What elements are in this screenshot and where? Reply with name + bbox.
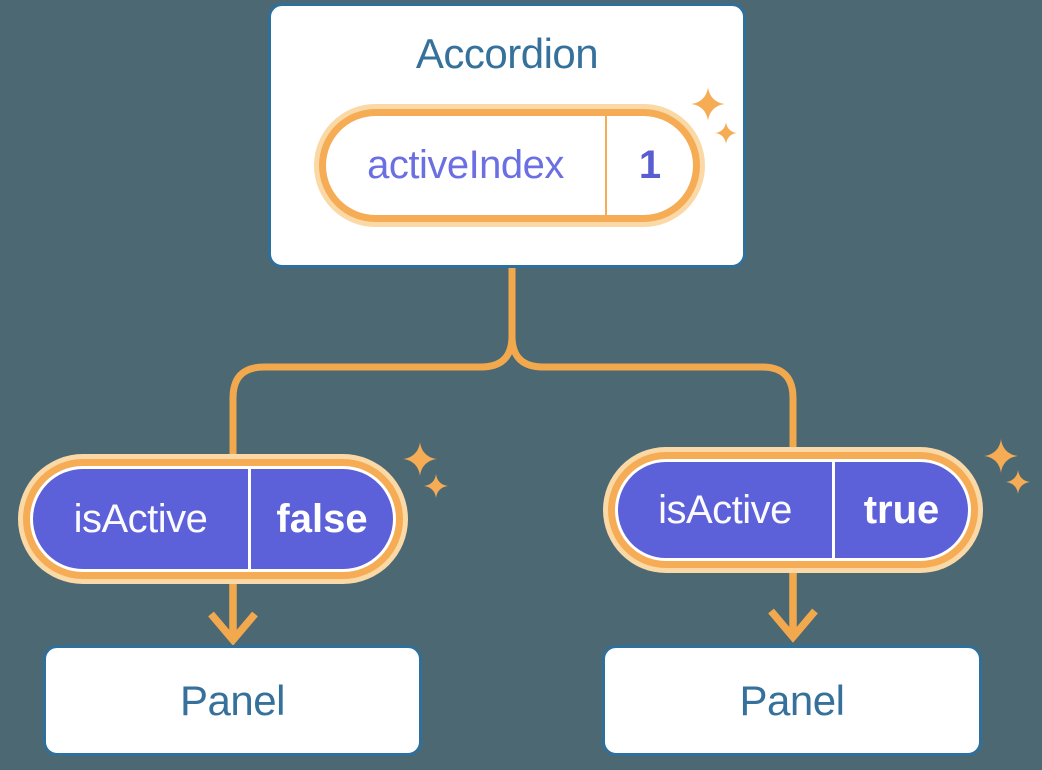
panel-component-box-right: Panel xyxy=(602,645,982,756)
prop-pill-isactive-false: isActive false xyxy=(18,454,408,584)
state-name-label: activeIndex xyxy=(367,143,564,187)
prop-pill-ring: isActive false xyxy=(23,459,403,579)
state-pill-ring: activeIndex 1 xyxy=(319,109,700,222)
prop-value: false xyxy=(276,496,368,541)
left-arrow xyxy=(208,582,258,646)
sparkle-icon xyxy=(403,442,437,476)
sparkle-icon xyxy=(691,87,725,121)
prop-name-label: isActive xyxy=(658,487,792,532)
prop-pill-isactive-true: isActive true xyxy=(603,447,983,573)
fork-connector-left xyxy=(229,268,516,456)
prop-pill-ring: isActive true xyxy=(608,452,978,568)
prop-pill-core: isActive true xyxy=(618,462,968,558)
sparkle-icon xyxy=(1006,470,1030,494)
state-value: 1 xyxy=(638,143,662,187)
panel-component-box-left: Panel xyxy=(43,645,422,756)
accordion-title: Accordion xyxy=(415,30,599,77)
panel-title: Panel xyxy=(739,676,845,724)
prop-value: true xyxy=(863,487,940,532)
sparkle-icon xyxy=(715,122,737,144)
panel-title: Panel xyxy=(180,676,285,724)
prop-pill-divider xyxy=(832,462,835,558)
state-pill-divider xyxy=(605,116,607,215)
right-arrow xyxy=(768,571,818,643)
prop-pill-core: isActive false xyxy=(33,469,393,569)
sparkle-icon xyxy=(984,439,1018,473)
prop-name-label: isActive xyxy=(73,496,208,541)
sparkle-icon xyxy=(424,474,448,498)
prop-pill-divider xyxy=(248,469,251,569)
accordion-component-box: Accordion activeIndex 1 xyxy=(268,3,746,268)
fork-connector-right xyxy=(508,268,797,449)
state-pill-activeindex: activeIndex 1 xyxy=(314,104,705,227)
